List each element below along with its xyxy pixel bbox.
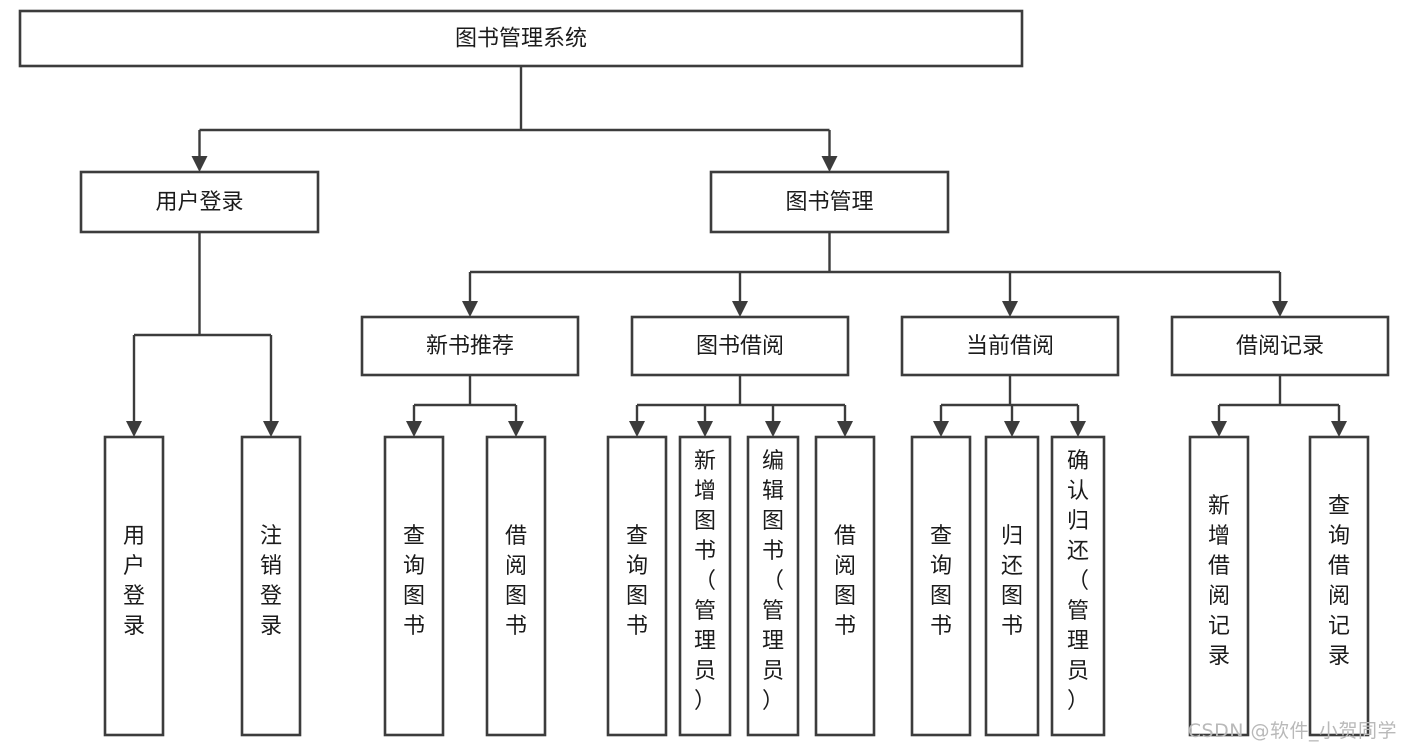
level3-node-book-borrow[interactable]: 图书借阅 [630, 315, 850, 377]
nodes-layer: 图书管理系统用户登录图书管理新书推荐图书借阅当前借阅借阅记录用户登录注销登录查询… [18, 9, 1390, 737]
node-label: 借阅记录 [1236, 334, 1324, 359]
leaf-node-leaf-edit-book-admin[interactable]: 编辑图书（管理员） [746, 435, 800, 737]
edge-arrowhead [732, 301, 748, 317]
level3-node-current-borrow[interactable]: 当前借阅 [900, 315, 1120, 377]
leaf-node-leaf-logout[interactable]: 注销登录 [240, 435, 302, 737]
leaf-node-leaf-user-login[interactable]: 用户登录 [103, 435, 165, 737]
node-label: 归还图书 [1001, 524, 1023, 639]
node-label: 查询图书 [403, 524, 425, 639]
edge-arrowhead [1331, 421, 1347, 437]
leaf-node-leaf-query-book-rec[interactable]: 查询图书 [383, 435, 445, 737]
node-box [984, 435, 1040, 737]
leaf-node-leaf-query-borrow-record[interactable]: 查询借阅记录 [1308, 435, 1370, 737]
leaf-node-leaf-query-book-current[interactable]: 查询图书 [910, 435, 972, 737]
edge-arrowhead [837, 421, 853, 437]
edge-arrowhead [191, 156, 208, 172]
node-box [1050, 435, 1106, 737]
node-label: 图书借阅 [696, 334, 784, 359]
watermark-text: CSDN @软件_小贺同学 [1187, 720, 1397, 742]
leaf-node-leaf-borrow-book-rec[interactable]: 借阅图书 [485, 435, 547, 737]
leaf-node-leaf-return-book[interactable]: 归还图书 [984, 435, 1040, 737]
leaf-node-leaf-add-borrow-record[interactable]: 新增借阅记录 [1188, 435, 1250, 737]
node-box [1308, 435, 1370, 737]
level3-node-new-book-recommend[interactable]: 新书推荐 [360, 315, 580, 377]
node-label: 用户登录 [155, 190, 243, 215]
edge-arrowhead [1211, 421, 1227, 437]
node-label: 编辑图书（管理员） [762, 449, 784, 714]
edge-arrowhead [406, 421, 422, 437]
level2-node-user-login[interactable]: 用户登录 [79, 170, 320, 234]
node-label: 注销登录 [260, 524, 282, 639]
edge-arrowhead [765, 421, 781, 437]
node-box [79, 170, 320, 234]
node-box [900, 315, 1120, 377]
leaf-node-leaf-confirm-return-admin[interactable]: 确认归还（管理员） [1050, 435, 1106, 737]
edge-arrowhead [508, 421, 524, 437]
edge-arrowhead [933, 421, 949, 437]
node-label: 确认归还（管理员） [1067, 449, 1089, 714]
leaf-node-leaf-borrow-book[interactable]: 借阅图书 [814, 435, 876, 737]
edge-arrowhead [1272, 301, 1288, 317]
node-box [485, 435, 547, 737]
edge-arrowhead [821, 156, 838, 172]
node-label: 查询借阅记录 [1328, 494, 1350, 669]
node-label: 当前借阅 [966, 334, 1054, 359]
node-label: 查询图书 [626, 524, 648, 639]
node-label: 图书管理系统 [455, 27, 587, 52]
node-label: 查询图书 [930, 524, 952, 639]
edge-arrowhead [1070, 421, 1086, 437]
node-box [630, 315, 850, 377]
leaf-node-leaf-query-book-borrow[interactable]: 查询图书 [606, 435, 668, 737]
node-label: 用户登录 [123, 524, 145, 639]
node-box [678, 435, 732, 737]
node-box [606, 435, 668, 737]
edge-arrowhead [126, 421, 142, 437]
node-label: 新增图书（管理员） [694, 449, 716, 714]
node-box [910, 435, 972, 737]
node-box [1170, 315, 1390, 377]
node-box [360, 315, 580, 377]
node-box [18, 9, 1024, 68]
root-node-root[interactable]: 图书管理系统 [18, 9, 1024, 68]
level3-node-borrow-record[interactable]: 借阅记录 [1170, 315, 1390, 377]
node-label: 借阅图书 [505, 524, 527, 639]
node-label: 图书管理 [785, 190, 873, 215]
node-box [746, 435, 800, 737]
level2-node-book-management[interactable]: 图书管理 [709, 170, 950, 234]
node-box [814, 435, 876, 737]
node-label: 新书推荐 [426, 334, 514, 359]
edge-arrowhead [1004, 421, 1020, 437]
node-box [240, 435, 302, 737]
edge-arrowhead [629, 421, 645, 437]
node-label: 借阅图书 [834, 524, 856, 639]
edge-arrowhead [1002, 301, 1018, 317]
edge-arrowhead [263, 421, 279, 437]
edge-arrowhead [697, 421, 713, 437]
node-box [383, 435, 445, 737]
node-box [103, 435, 165, 737]
node-box [1188, 435, 1250, 737]
leaf-node-leaf-add-book-admin[interactable]: 新增图书（管理员） [678, 435, 732, 737]
node-label: 新增借阅记录 [1208, 494, 1230, 669]
node-box [709, 170, 950, 234]
edges-layer [126, 66, 1347, 437]
edge-arrowhead [462, 301, 478, 317]
